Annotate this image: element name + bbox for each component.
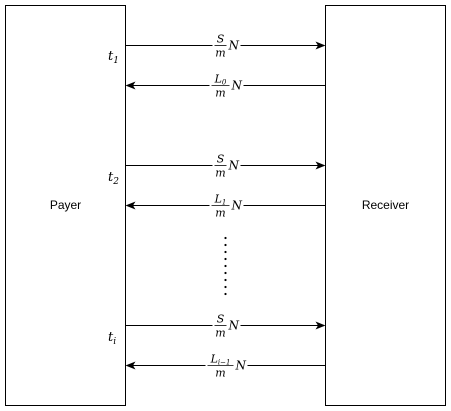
numerator-symbol: S <box>217 153 225 166</box>
fraction-numerator: Li−1 <box>210 353 231 367</box>
numerator-symbol: L <box>210 353 218 366</box>
message-suffix: N <box>235 359 247 373</box>
message-5: SmN <box>125 309 326 342</box>
message-1: SmN <box>125 29 326 62</box>
message-6: Li−1mN <box>125 349 326 382</box>
message-suffix: N <box>228 39 240 53</box>
numerator-symbol: S <box>217 313 225 326</box>
time-var: t <box>108 330 114 345</box>
payer-lifeline: Payer <box>5 5 126 406</box>
numerator-subscript: 0 <box>222 79 227 87</box>
message-3: SmN <box>125 149 326 182</box>
time-label: ti <box>108 330 116 347</box>
time-subscript: 2 <box>112 177 119 187</box>
message-suffix: N <box>231 199 243 213</box>
fraction-numerator: S <box>217 313 225 326</box>
fraction-denominator: m <box>215 87 225 100</box>
time-var: t <box>108 49 114 64</box>
ellipsis-dot <box>224 250 227 254</box>
ellipsis-dot <box>224 243 227 247</box>
time-var: t <box>108 170 114 185</box>
fraction-numerator: S <box>217 153 225 166</box>
numerator-symbol: L <box>214 193 222 206</box>
numerator-subscript: 1 <box>222 199 226 207</box>
fraction-denominator: m <box>215 47 225 60</box>
message-suffix: N <box>228 159 240 173</box>
ellipsis-dot <box>224 278 227 282</box>
fraction-denominator: m <box>215 367 225 380</box>
fraction-denominator: m <box>215 207 225 220</box>
ellipsis-dot <box>224 271 227 275</box>
fraction-denominator: m <box>215 167 225 180</box>
receiver-lifeline: Receiver <box>325 5 446 406</box>
payer-box <box>5 5 126 406</box>
fraction-numerator: L0 <box>214 73 227 87</box>
receiver-label: Receiver <box>362 198 409 212</box>
time-subscript: i <box>113 337 116 347</box>
numerator-symbol: L <box>214 73 222 86</box>
ellipsis-dot <box>224 264 227 268</box>
ellipsis-dots <box>224 236 227 296</box>
time-label: t1 <box>108 49 119 66</box>
numerator-symbol: S <box>217 33 225 46</box>
ellipsis-dot <box>224 285 227 289</box>
time-subscript: 1 <box>113 56 119 66</box>
fraction-numerator: L1 <box>214 193 227 207</box>
fraction-denominator: m <box>215 327 225 340</box>
message-suffix: N <box>228 319 240 333</box>
fraction-numerator: S <box>217 33 225 46</box>
message-suffix: N <box>231 79 243 93</box>
payer-label: Payer <box>50 198 81 212</box>
ellipsis-dot <box>224 292 227 296</box>
ellipsis-dot <box>224 236 227 240</box>
receiver-box <box>325 5 446 406</box>
time-label: t2 <box>108 170 119 187</box>
numerator-subscript: i−1 <box>218 359 231 367</box>
ellipsis-dot <box>224 257 227 261</box>
